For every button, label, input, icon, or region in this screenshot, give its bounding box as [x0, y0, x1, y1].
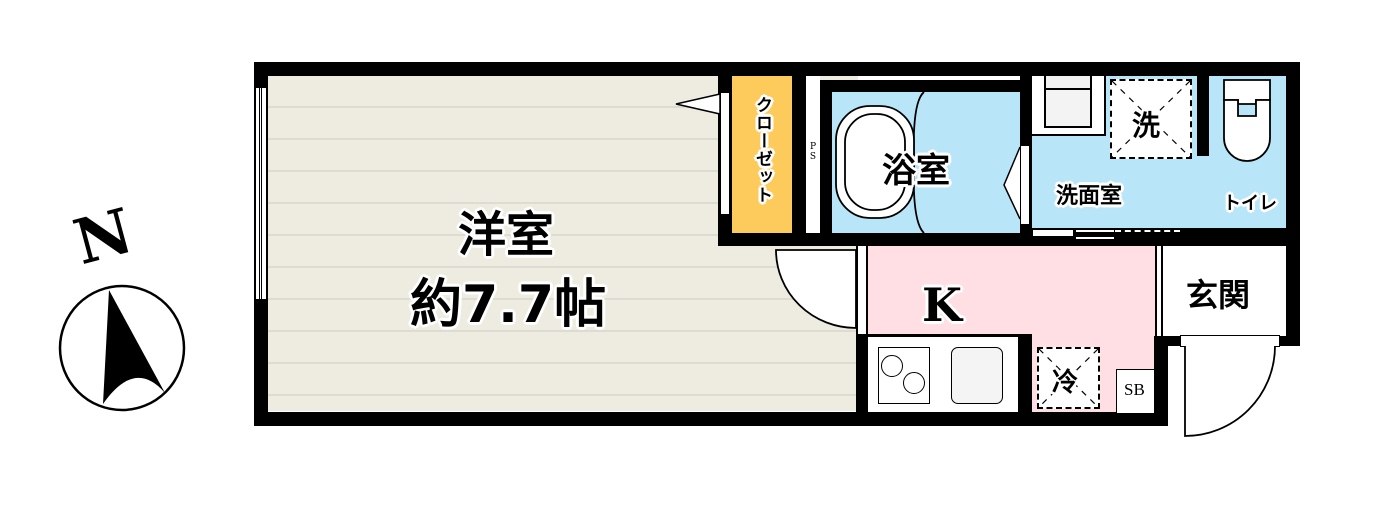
fridge-label: 冷 — [1052, 368, 1079, 398]
sink — [951, 347, 1003, 404]
western-room-name: 洋室 — [458, 207, 555, 263]
shoebox-label: SB — [1124, 380, 1145, 399]
closet-door[interactable] — [720, 92, 730, 215]
toilet-icon — [1223, 79, 1271, 162]
compass: N — [55, 194, 195, 412]
fridge-space — [1037, 347, 1100, 409]
entrance — [1163, 246, 1286, 336]
burner-icon — [881, 355, 903, 377]
north-arrow-icon — [58, 284, 186, 412]
closet-door-arrow-icon — [675, 93, 721, 115]
wall — [1197, 76, 1209, 156]
room-door-swing-icon[interactable] — [774, 248, 864, 338]
shoe-box — [1116, 369, 1154, 413]
wall — [820, 80, 1032, 92]
washroom-sliding-door[interactable] — [1075, 229, 1115, 233]
entrance-door-swing-icon[interactable] — [1183, 345, 1283, 446]
divider — [1155, 246, 1163, 336]
wall — [1154, 336, 1168, 426]
toilet-name: トイレ — [1223, 193, 1277, 214]
kitchen-name: K — [922, 278, 962, 332]
wall — [254, 62, 1300, 76]
wall — [1018, 334, 1032, 414]
western-room-size: 約7.7帖 — [410, 275, 607, 335]
wall — [856, 334, 1032, 337]
wall — [792, 62, 806, 246]
wall — [1286, 62, 1300, 346]
room-door-jamb — [856, 246, 868, 334]
washroom-sliding-door[interactable] — [1032, 229, 1074, 237]
washbasin-bowl — [1044, 76, 1092, 128]
closet-name: クローゼット — [752, 96, 772, 204]
closet — [732, 76, 792, 233]
bathtub-icon — [835, 91, 925, 234]
washroom-sliding-door[interactable] — [1075, 236, 1115, 240]
wall — [856, 334, 868, 426]
burner-icon — [903, 372, 925, 394]
bathroom-name: 浴室 — [882, 151, 950, 191]
fridge-cross-icon — [1038, 348, 1099, 408]
window-sash — [259, 86, 262, 301]
wall — [820, 80, 832, 240]
sliding-track — [1115, 230, 1180, 232]
bath-door-jamb — [1020, 145, 1030, 225]
wall — [254, 412, 1168, 426]
washroom-name: 洗面室 — [1056, 184, 1123, 209]
wall — [718, 233, 1032, 246]
washer-label: 洗 — [1132, 109, 1161, 142]
pipe-space-label: PS — [808, 142, 818, 162]
bath-door-arrow-icon[interactable] — [1000, 145, 1030, 225]
stove — [878, 347, 930, 404]
entrance-name: 玄関 — [1186, 276, 1251, 314]
pipe-space — [806, 76, 820, 233]
washbasin — [1032, 76, 1106, 136]
